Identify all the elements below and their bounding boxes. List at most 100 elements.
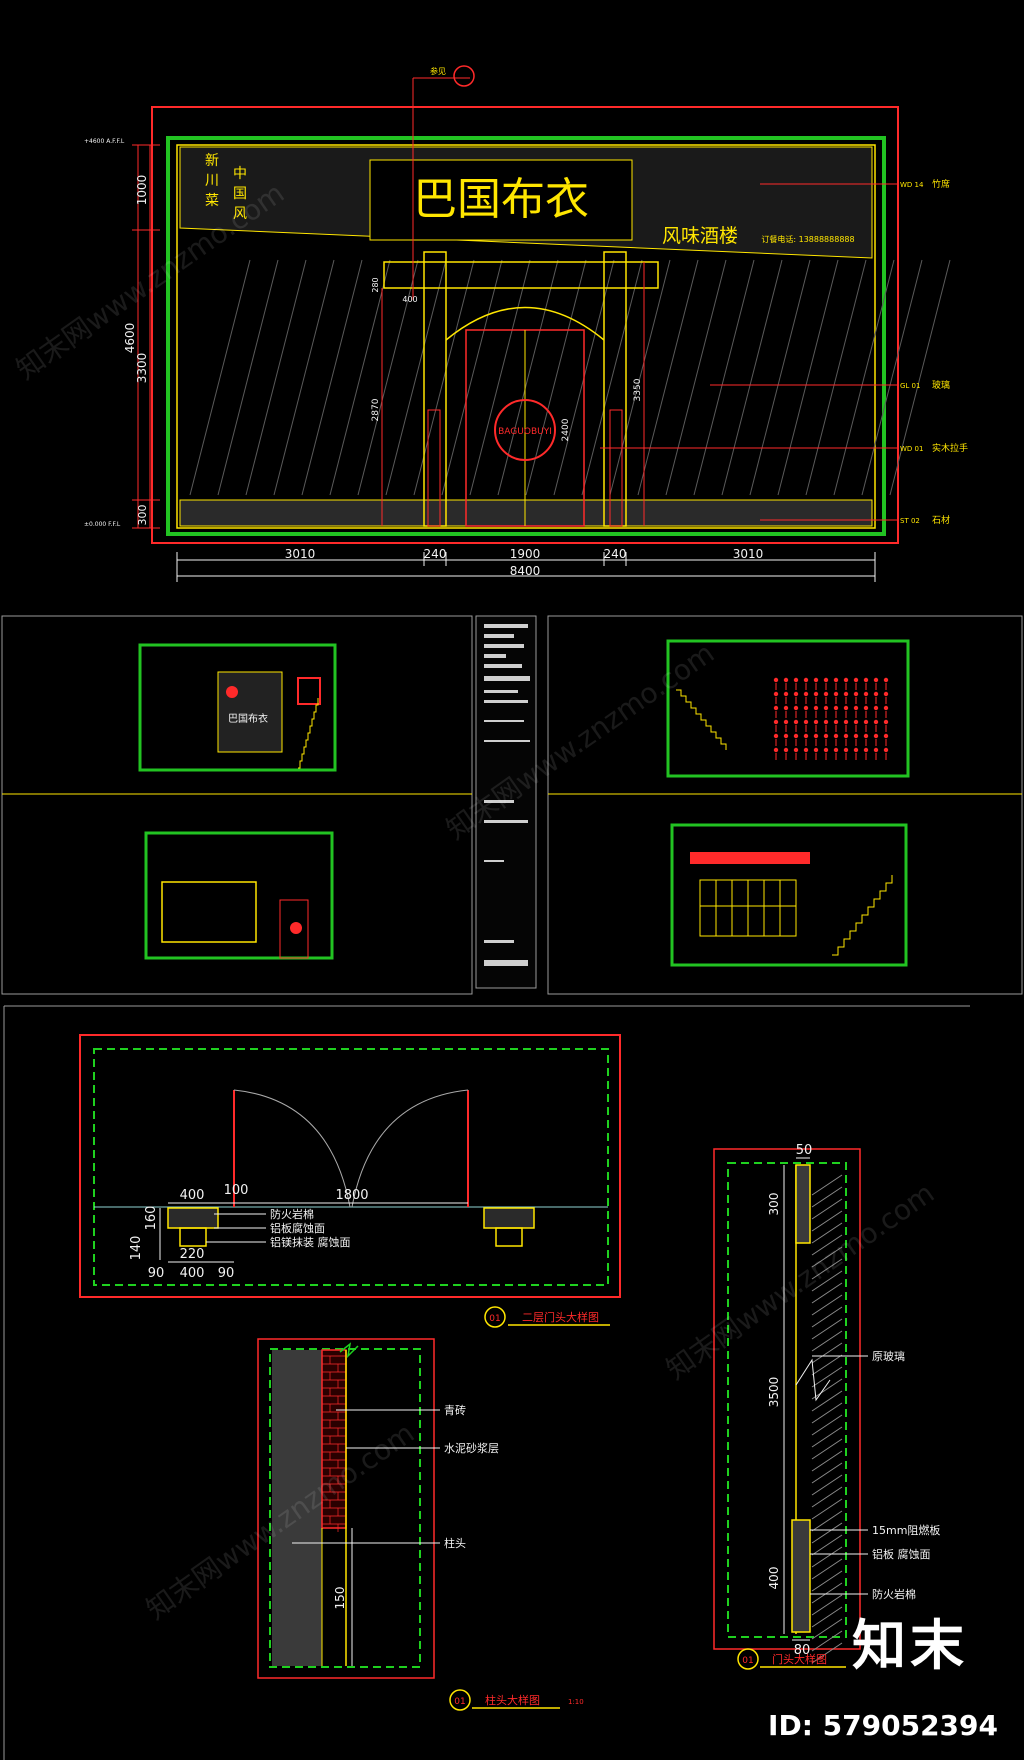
plan-leaders xyxy=(206,1213,266,1243)
section-dim-lines xyxy=(783,1157,810,1641)
thumb-3-frame xyxy=(666,639,910,778)
callout-text-2: 玻璃 xyxy=(932,379,950,391)
thumb-4-cabinet xyxy=(699,879,797,937)
plan-title: 二层门头大样图 xyxy=(522,1310,599,1324)
section-glass-hatch xyxy=(811,1174,843,1664)
callout-code-4: ST 02 xyxy=(900,517,920,525)
dim-left-3300: 3300 xyxy=(135,353,149,384)
post-red-left xyxy=(427,409,441,527)
section-dim-400: 400 xyxy=(767,1567,781,1590)
sheet-left-border xyxy=(1,615,473,995)
column-title-bubble xyxy=(449,1689,471,1711)
bottom-dimensions xyxy=(176,552,876,582)
plan-dim-400-top: 400 xyxy=(180,1188,205,1203)
dim-door-280: 280 xyxy=(371,277,380,292)
section-title: 门头大样图 xyxy=(772,1652,827,1666)
main-elevation: 巴国布衣 风味酒楼 订餐电话: 13888888888 新川菜 中国风 BAGU… xyxy=(84,65,968,582)
column-title: 柱头大样图 xyxy=(485,1693,540,1707)
thumb-4-stair xyxy=(832,875,893,956)
door-medallion-text: BAGUOBUYI xyxy=(498,427,552,437)
section-label-2: 15mm阻燃板 xyxy=(872,1523,940,1537)
plan-dim-lines xyxy=(159,1202,468,1263)
column-break-mark xyxy=(339,1342,359,1359)
plan-dim-220: 220 xyxy=(180,1247,205,1262)
section-dim-300: 300 xyxy=(767,1193,781,1216)
plan-label-3: 铝镁抹装 腐蚀面 xyxy=(270,1235,351,1249)
brand-logo-text: 知末 xyxy=(852,1614,968,1677)
title-block-lines xyxy=(484,624,530,966)
thumbnail-sheets: 巴国布衣 xyxy=(1,615,1023,995)
section-label-4: 防火岩棉 xyxy=(872,1587,916,1601)
plan-detail-green-frame xyxy=(93,1048,609,1286)
plan-dim-90-right: 90 xyxy=(218,1266,235,1281)
plan-column-left-base xyxy=(179,1227,207,1247)
thumb-1-red-panel xyxy=(297,677,321,705)
column-brick xyxy=(321,1349,347,1529)
stone-base xyxy=(179,499,873,527)
section-dim-50: 50 xyxy=(796,1143,813,1158)
plan-dim-400-bottom: 400 xyxy=(180,1266,205,1281)
column-core xyxy=(272,1350,322,1666)
callout-text-3: 实木拉手 xyxy=(932,442,968,454)
sign-left-col1: 新川菜 xyxy=(205,153,219,209)
section-label-1: 原玻璃 xyxy=(872,1349,905,1363)
section-bottom-panel xyxy=(791,1519,811,1633)
thumb-2-door xyxy=(279,899,309,959)
column-detail-red-frame xyxy=(257,1338,435,1679)
dim-left-1000: 1000 xyxy=(135,175,149,206)
plan-column-right-base xyxy=(495,1227,523,1247)
dim-bottom-240-right: 240 xyxy=(604,547,627,561)
level-top: +4600 A.F.F.L xyxy=(84,138,125,145)
plan-door-swing-left xyxy=(233,1089,351,1208)
elevation-inner-outline xyxy=(176,144,876,529)
plan-title-no: 01 xyxy=(489,1314,500,1324)
thumb-1-sign: 巴国布衣 xyxy=(228,712,268,725)
plan-column-left xyxy=(167,1207,219,1229)
brand-id-text: ID: 579052394 xyxy=(768,1709,998,1742)
dim-bottom-3010-left: 3010 xyxy=(285,547,316,561)
top-tag-text: 参见 xyxy=(430,66,446,76)
level-bottom: ±0.000 F.F.L xyxy=(84,521,121,528)
thumb-4-frame xyxy=(670,823,908,967)
top-tag-circle xyxy=(453,65,475,87)
plan-dim-1800: 1800 xyxy=(335,1188,368,1203)
callout-text-1: 竹席 xyxy=(932,178,950,190)
thumb-3-stair xyxy=(676,689,727,750)
plan-column-right xyxy=(483,1207,535,1229)
dim-door-2870: 2870 xyxy=(371,398,381,421)
callout-code-2: GL 01 xyxy=(900,382,920,390)
column-scale: 1:10 xyxy=(568,1698,584,1706)
door-post-left xyxy=(423,251,447,527)
detail-sheet: 400 100 1800 160 140 220 90 400 90 防火岩棉 … xyxy=(3,1005,970,1760)
plan-dim-140: 140 xyxy=(129,1236,144,1261)
plan-label-1: 防火岩棉 xyxy=(270,1207,314,1221)
thumb-2-logo xyxy=(290,922,302,934)
column-label-1: 青砖 xyxy=(444,1403,466,1417)
thumb-2-frame xyxy=(144,831,334,960)
door-arch xyxy=(445,306,605,341)
sheet-right-border xyxy=(547,615,1023,995)
thumb-3-wine-grid xyxy=(773,677,889,760)
dim-left-300: 300 xyxy=(136,505,149,526)
section-top-panel xyxy=(795,1164,811,1244)
thumb-1-logo xyxy=(226,686,238,698)
dim-door-400: 400 xyxy=(402,295,417,304)
section-break-mark xyxy=(795,1358,831,1402)
section-dim-3500: 3500 xyxy=(767,1377,781,1408)
post-red-right xyxy=(609,409,623,527)
plan-detail-red-frame xyxy=(79,1034,621,1298)
elevation-outer-frame xyxy=(151,106,899,544)
dim-bottom-8400: 8400 xyxy=(510,564,541,578)
column-brick-pattern xyxy=(322,1355,346,1532)
section-dim-80: 80 xyxy=(794,1643,811,1658)
thumb-1-frame xyxy=(138,643,337,772)
plan-door-swing-right xyxy=(351,1089,469,1208)
plan-dim-100: 100 xyxy=(224,1183,249,1198)
column-title-no: 01 xyxy=(454,1697,465,1707)
thumb-2-board xyxy=(161,881,257,943)
glass-hatch xyxy=(189,259,951,496)
section-detail-red-frame xyxy=(713,1148,861,1650)
plan-title-bubble xyxy=(484,1306,506,1328)
callout-code-3: WD 01 xyxy=(900,445,923,453)
